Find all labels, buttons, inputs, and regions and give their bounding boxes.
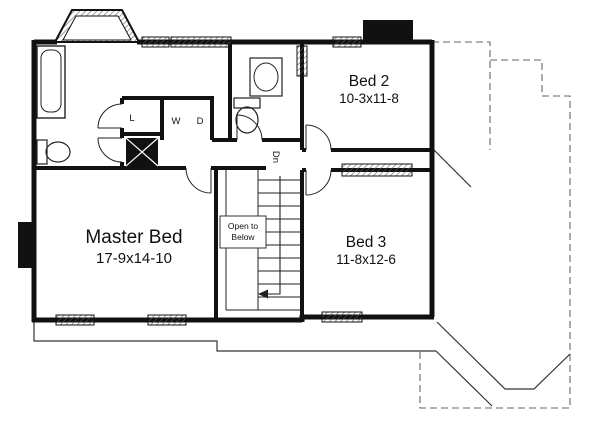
bed3-dims: 11-8x12-6 xyxy=(336,252,396,267)
chimney-top xyxy=(363,20,413,42)
washer-label: W xyxy=(172,116,181,127)
master-bed-dims: 17-9x14-10 xyxy=(96,250,172,267)
window-bed2-top xyxy=(332,36,362,48)
stair-arrow-line xyxy=(266,176,281,295)
interior-walls xyxy=(34,42,432,320)
bath1-fixtures xyxy=(36,45,71,165)
open-to-below-line1: Open to xyxy=(228,221,259,231)
window-bed3-top xyxy=(341,163,413,177)
bed2-dims: 10-3x11-8 xyxy=(339,91,399,106)
linen-label: L xyxy=(129,113,134,124)
roof-edges-solid xyxy=(33,148,571,407)
toilet2-icon xyxy=(233,97,261,134)
master-bed-name: Master Bed xyxy=(85,227,182,248)
open-to-below-line2: Below xyxy=(231,232,255,242)
bathtub-icon xyxy=(36,45,66,119)
sink-icon xyxy=(249,57,283,97)
window-master-2 xyxy=(147,314,187,326)
window-hall-1 xyxy=(141,36,170,48)
toilet-icon xyxy=(36,139,71,165)
stair-direction-label: Dn xyxy=(270,151,281,163)
window-master-1 xyxy=(55,314,95,326)
door-swings xyxy=(97,103,332,196)
windows xyxy=(55,36,413,326)
bath2-fixtures xyxy=(233,57,283,134)
chase-box xyxy=(125,137,159,167)
dryer-label: D xyxy=(197,116,204,127)
window-bed3-bottom xyxy=(321,311,363,323)
window-hall-2 xyxy=(170,36,232,48)
open-to-below-callout: Open to Below xyxy=(219,215,267,249)
bed2-name: Bed 2 xyxy=(349,73,390,90)
bay-window xyxy=(53,9,141,43)
bed3-name: Bed 3 xyxy=(346,234,387,251)
stair-arrow-head xyxy=(258,289,268,299)
window-bath2-side xyxy=(296,45,308,77)
roof-outline-dashed xyxy=(419,41,571,409)
chimney-left xyxy=(18,222,34,268)
